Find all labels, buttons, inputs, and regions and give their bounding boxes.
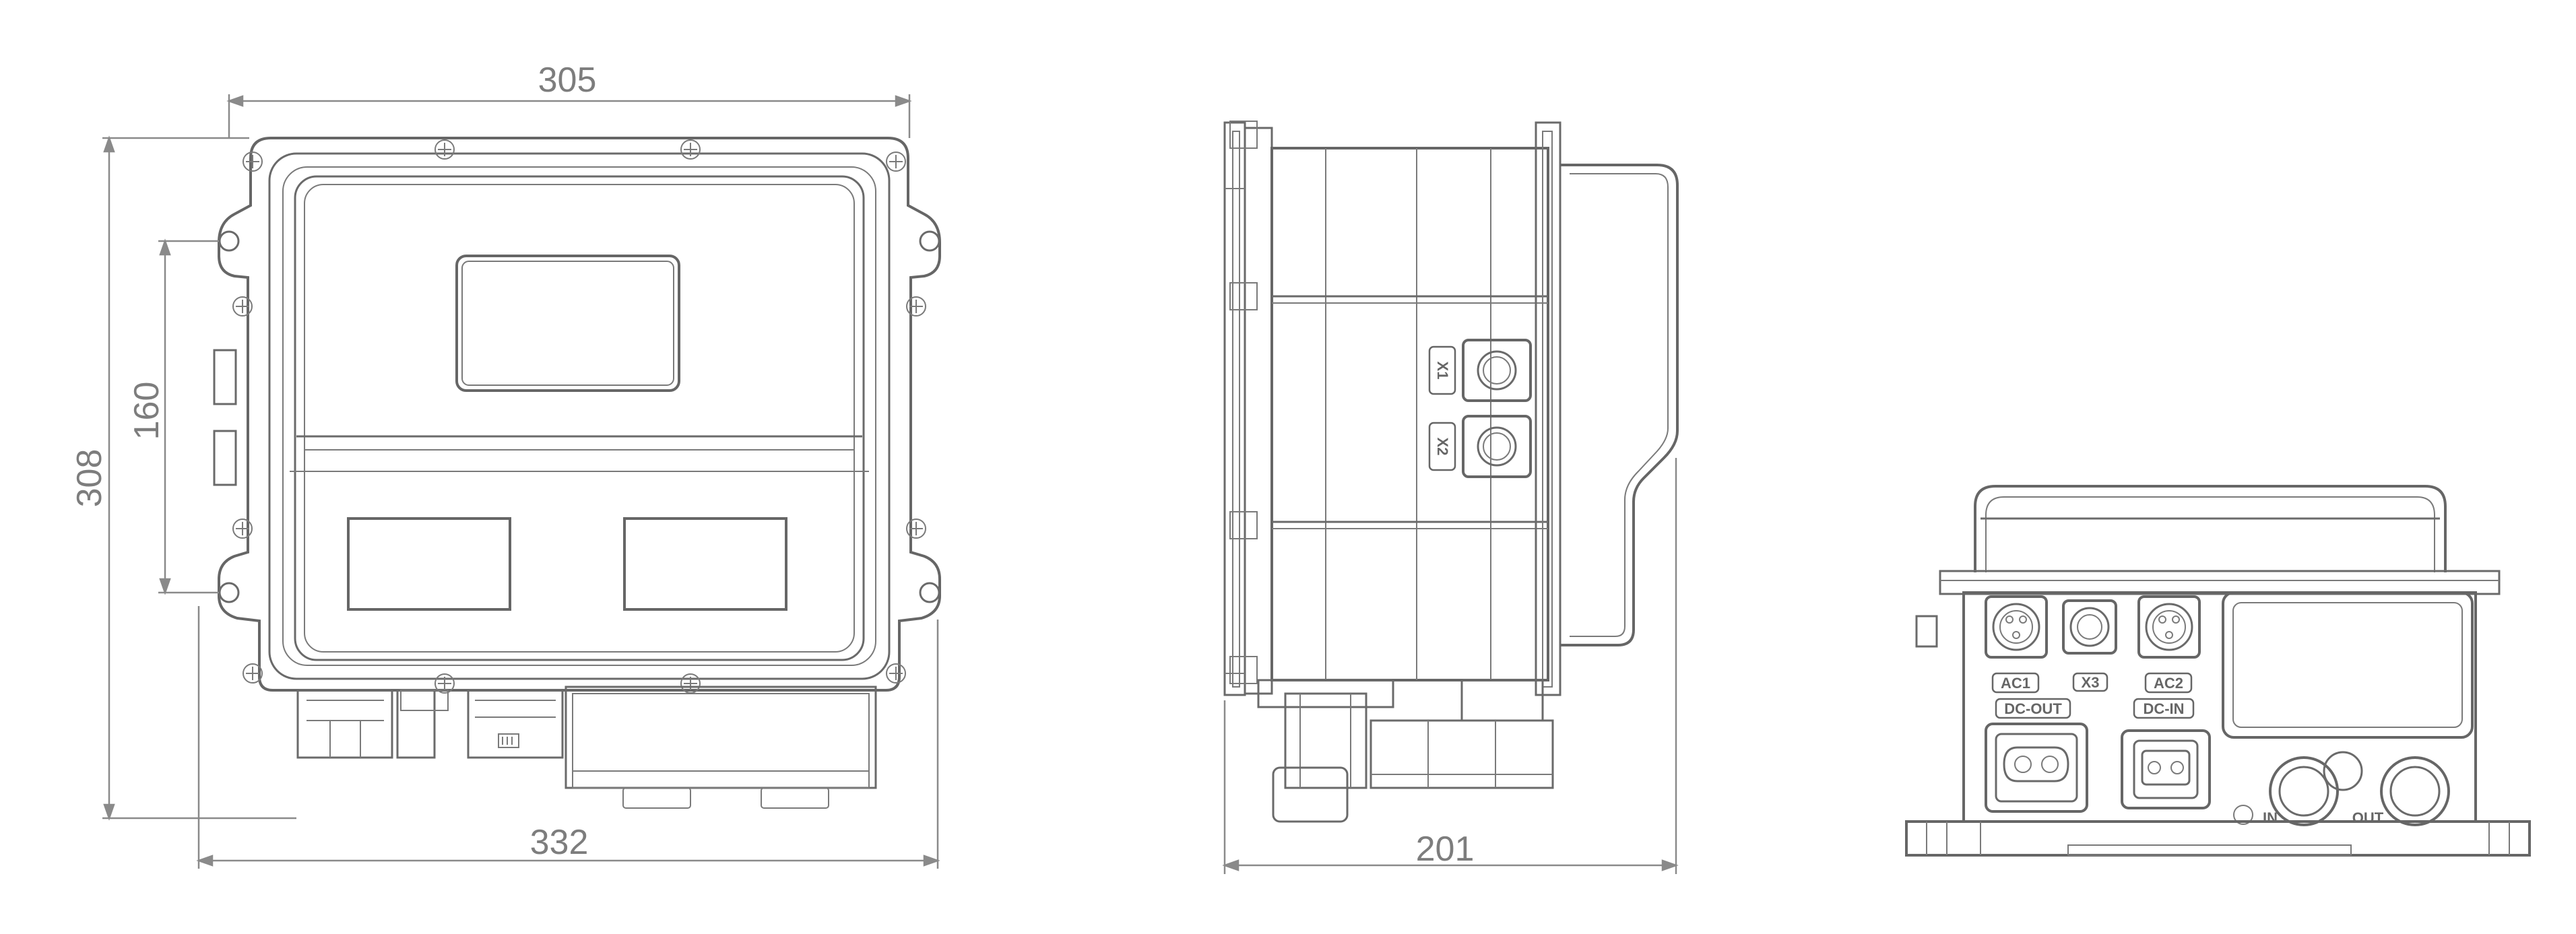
label-ac1: AC1 <box>2001 675 2030 692</box>
label-dc-in: DC-IN <box>2143 700 2184 717</box>
dim-side-depth: 201 <box>1416 830 1475 869</box>
label-x3: X3 <box>2082 674 2100 691</box>
dim-front-top-width: 305 <box>538 61 597 100</box>
side-view: X1 X2 <box>1223 121 1679 823</box>
label-in: IN <box>2263 809 2278 826</box>
front-dimensions: 305 332 308 160 <box>70 61 940 869</box>
label-ac2: AC2 <box>2154 675 2183 692</box>
dim-front-mount-spacing: 160 <box>127 382 166 440</box>
side-dimensions: 201 <box>1222 458 1679 874</box>
label-x2: X2 <box>1434 438 1451 456</box>
front-view <box>213 137 941 809</box>
connector-view: AC1 X3 AC2 DC-OUT DC-IN <box>1905 485 2531 857</box>
label-out: OUT <box>2352 809 2384 826</box>
dim-front-height: 308 <box>70 449 109 508</box>
label-dc-out: DC-OUT <box>2004 700 2062 717</box>
label-x1: X1 <box>1434 362 1451 380</box>
dim-front-bottom-width: 332 <box>530 823 589 862</box>
